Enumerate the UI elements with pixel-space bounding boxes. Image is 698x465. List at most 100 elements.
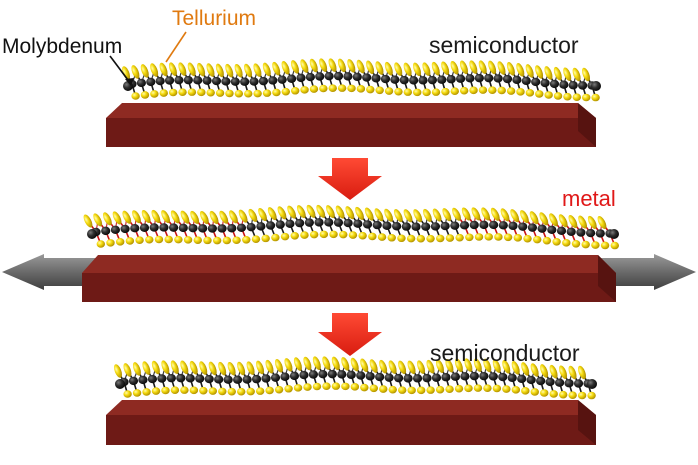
tellurium-atom [280, 232, 290, 241]
tellurium-atom [426, 386, 435, 394]
molybdenum-atom [591, 81, 601, 91]
tellurium-atom [422, 88, 431, 97]
tellurium-atom [319, 230, 329, 239]
molybdenum-atom [390, 75, 400, 84]
tellurium-atom [161, 386, 170, 395]
substrate-2-side [598, 255, 616, 302]
tellurium-atom [553, 92, 563, 100]
tellurium-atom [180, 360, 189, 375]
molybdenum-atom [547, 225, 557, 234]
tellurium-atom [571, 239, 581, 248]
molybdenum-atom [314, 218, 324, 227]
tellurium-atom [358, 231, 367, 240]
tellurium-atom [170, 210, 180, 224]
tellurium-atom [455, 233, 464, 242]
tellurium-atom [258, 207, 267, 222]
atoms [83, 204, 619, 250]
tellurium-atom [478, 86, 488, 94]
tellurium-atom [544, 91, 553, 99]
tellurium-pointer [165, 31, 187, 63]
tellurium-atom [407, 360, 416, 375]
tellurium-atom [484, 233, 493, 241]
tellurium-atom [193, 236, 202, 244]
tellurium-atom [140, 64, 149, 78]
molybdenum-atom [256, 222, 266, 231]
tellurium-atom [312, 382, 322, 391]
molybdenum-atom [261, 374, 271, 383]
tellurium-atom [131, 65, 140, 79]
molybdenum-atom [412, 374, 423, 383]
molybdenum-atom [146, 77, 156, 87]
tellurium-atom [187, 62, 196, 77]
molybdenum-atom [198, 224, 208, 233]
tellurium-atom [452, 207, 461, 221]
molybdenum-atom [193, 76, 203, 85]
molybdenum-atom [217, 224, 227, 233]
molybdenum-atom [508, 221, 518, 231]
molybdenum-atom [450, 372, 461, 381]
molybdenum-atom [526, 375, 536, 385]
molybdenum-atom [333, 71, 344, 81]
tellurium-atom [445, 234, 455, 242]
molybdenum-atom [459, 221, 470, 230]
tellurium-atom [277, 206, 287, 220]
tellurium-atom [350, 357, 359, 372]
tellurium-atom [253, 89, 262, 98]
molybdenum-atom [178, 223, 188, 233]
molybdenum-atom [223, 375, 233, 384]
tellurium-atom [423, 208, 432, 222]
semiconductor-label-bottom: semiconductor [430, 340, 580, 366]
tellurium-atom [335, 205, 345, 219]
tellurium-atom [145, 235, 154, 244]
tellurium-atom [131, 92, 140, 100]
tellurium-atom [450, 60, 459, 75]
molybdenum-atom [147, 374, 158, 384]
tellurium-atom [403, 88, 413, 96]
molybdenum-atom [573, 379, 584, 388]
tellurium-atom [364, 207, 374, 221]
tellurium-atom [151, 387, 161, 395]
molybdenum-atom [136, 78, 146, 88]
tellurium-atom [394, 62, 403, 76]
tellurium-atom [431, 88, 441, 96]
molybdenum-atom [399, 75, 409, 85]
molybdenum-atom [507, 373, 517, 383]
tellurium-atom [222, 236, 232, 245]
substrate-3 [106, 400, 596, 445]
substrate-2 [82, 255, 616, 302]
substrate-1 [106, 103, 596, 147]
molybdenum-atom [251, 374, 262, 384]
tellurium-atom [272, 61, 281, 76]
molybdenum-atom [392, 222, 402, 231]
tellurium-atom [500, 208, 510, 222]
tellurium-atom [225, 89, 234, 98]
tellurium-atom [568, 391, 577, 400]
tellurium-atom [366, 60, 375, 75]
tellurium-atom [122, 210, 132, 224]
tellurium-atom [473, 384, 483, 392]
tellurium-atom [549, 364, 558, 379]
tellurium-atom [199, 210, 209, 225]
tellurium-atom [154, 235, 164, 244]
molybdenum-atom [304, 218, 314, 227]
tellurium-atom [488, 60, 497, 75]
molybdenum-atom [315, 72, 325, 81]
substrate-3-side [578, 400, 596, 445]
tellurium-atom [375, 86, 384, 95]
tellurium-atom [232, 236, 241, 245]
tellurium-atom [274, 385, 284, 394]
tellurium-atom [521, 387, 530, 395]
molybdenum-atom [185, 374, 195, 383]
molybdenum-atom [353, 219, 363, 228]
tellurium-atom [350, 383, 360, 391]
tellurium-atom [577, 365, 587, 380]
tellurium-atom [180, 210, 190, 224]
molybdenum-atom [362, 73, 372, 82]
tellurium-atom [190, 210, 200, 224]
tellurium-atom [436, 234, 445, 243]
molybdenum-atom [280, 372, 290, 381]
tellurium-atom [578, 215, 588, 229]
transition-arrow-down [318, 158, 382, 200]
tellurium-atom [539, 212, 549, 226]
molybdenum-atom [299, 370, 309, 380]
